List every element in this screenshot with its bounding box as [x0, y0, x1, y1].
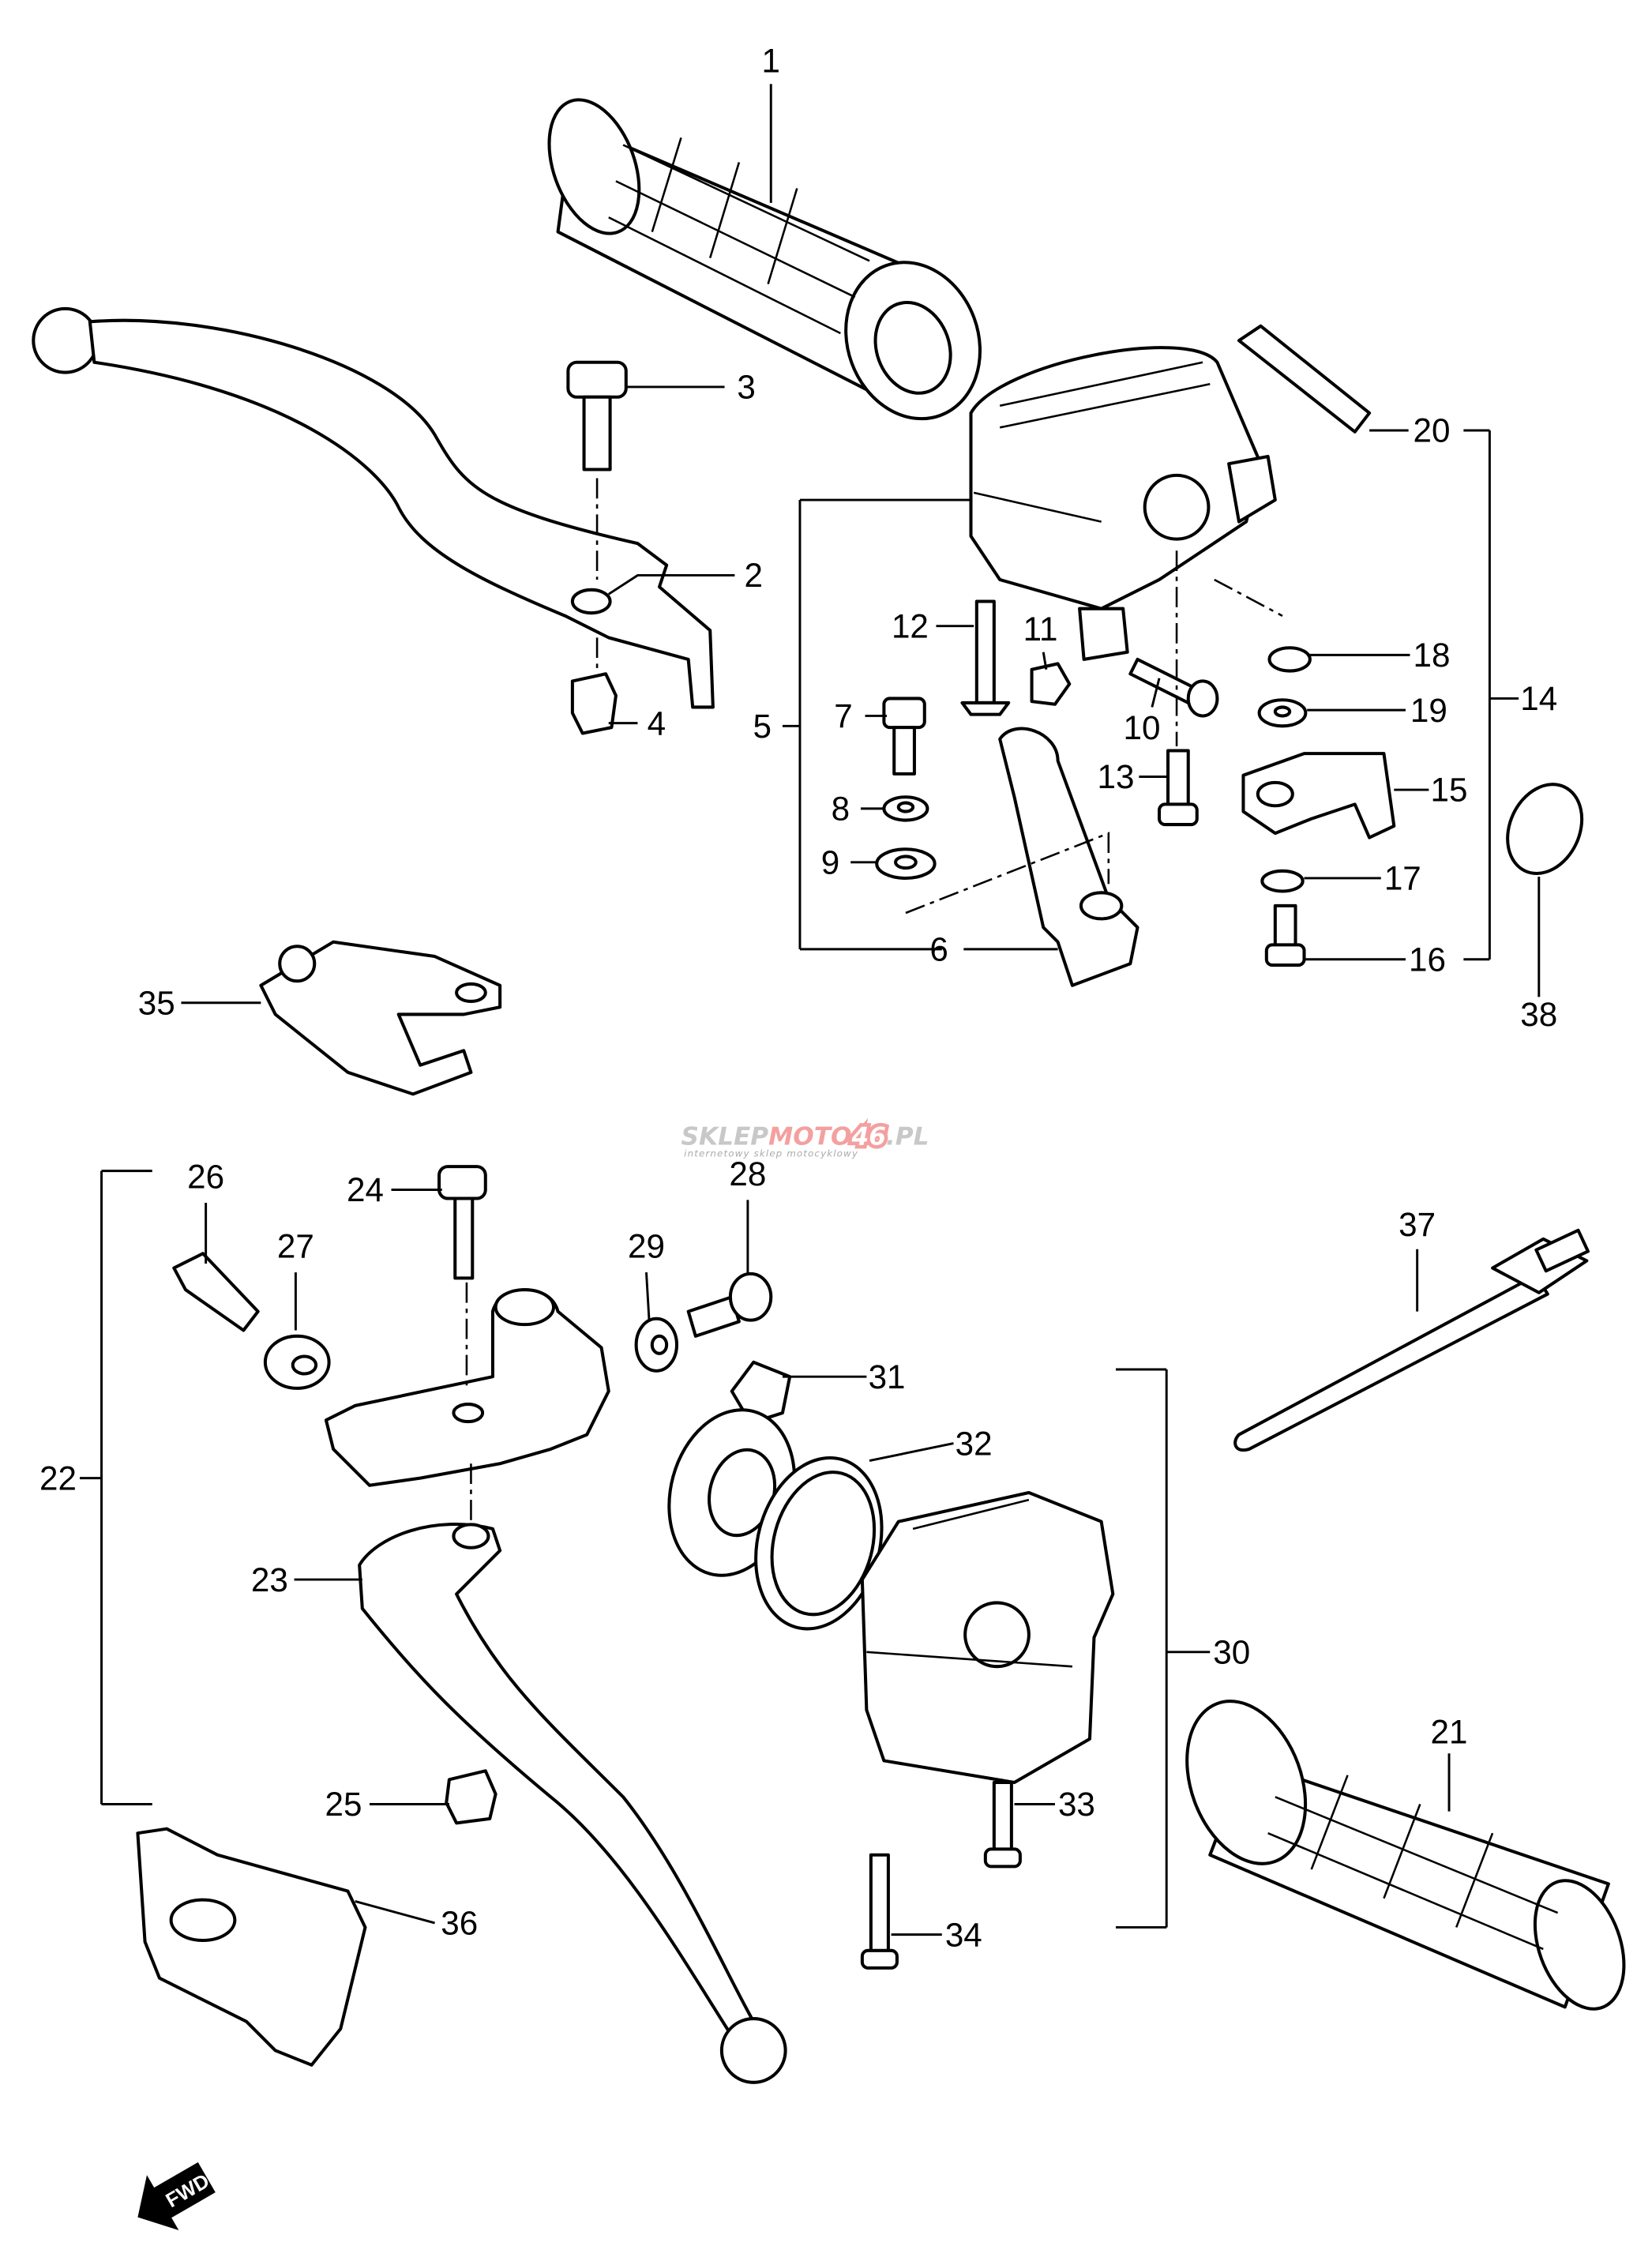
callout-9: 9 — [821, 843, 839, 881]
part-washer-29 — [634, 1317, 679, 1373]
callout-31: 31 — [869, 1358, 906, 1395]
part-switch-housing-30 — [860, 1490, 1115, 1784]
part-adjuster-26 — [172, 1252, 260, 1332]
part-locknut-27 — [263, 1334, 331, 1390]
callout-23: 23 — [251, 1561, 288, 1598]
callout-32: 32 — [956, 1425, 993, 1462]
part-screw-10 — [1128, 657, 1219, 718]
part-pivot-bolt — [566, 360, 628, 471]
callout-25: 25 — [325, 1786, 362, 1823]
callout-13: 13 — [1098, 758, 1135, 795]
leader-line-36 — [355, 1900, 435, 1925]
callout-3: 3 — [737, 369, 755, 406]
callout-17: 17 — [1384, 860, 1421, 897]
callout-16: 16 — [1409, 941, 1446, 978]
leader-line-22 — [80, 1170, 152, 1805]
watermark-brand-1: SKLEP — [681, 1123, 769, 1151]
callout-28: 28 — [729, 1155, 766, 1193]
part-screw-12 — [960, 599, 1011, 716]
leader-line-10 — [1151, 678, 1161, 708]
part-screw-16 — [1264, 903, 1306, 967]
callout-20: 20 — [1414, 412, 1451, 449]
callout-18: 18 — [1414, 637, 1451, 674]
callout-38: 38 — [1520, 996, 1557, 1033]
part-grip-left — [1185, 1700, 1626, 2011]
part-washer-18 — [1267, 646, 1312, 673]
part-master-cylinder — [969, 346, 1277, 661]
part-bolt-24 — [437, 1165, 487, 1280]
callout-21: 21 — [1431, 1713, 1468, 1750]
leader-line-2 — [607, 574, 735, 595]
callout-15: 15 — [1431, 772, 1468, 809]
callout-36: 36 — [441, 1905, 478, 1942]
assembly-lines — [465, 478, 1283, 1522]
callout-33: 33 — [1058, 1786, 1095, 1823]
callout-10: 10 — [1124, 709, 1161, 746]
part-ring-32 — [754, 1456, 884, 1631]
part-screw-34 — [860, 1853, 899, 1970]
callout-4: 4 — [648, 704, 666, 742]
callout-29: 29 — [628, 1228, 665, 1265]
part-cover-36 — [136, 1827, 367, 2067]
part-clutch-lever-23 — [358, 1523, 787, 2084]
callout-19: 19 — [1410, 692, 1447, 729]
part-washer-9 — [875, 847, 937, 880]
callout-6: 6 — [929, 931, 948, 968]
svg-text:SKLEPMOTO46.PL: SKLEPMOTO46.PL — [681, 1123, 929, 1151]
part-screw-13 — [1158, 749, 1199, 827]
callout-34: 34 — [945, 1916, 982, 1953]
leader-line-5 — [782, 498, 971, 951]
part-nut-11 — [1030, 662, 1072, 706]
leader-line-32 — [869, 1442, 954, 1463]
callout-22: 22 — [39, 1459, 77, 1497]
leader-line-29 — [645, 1271, 651, 1322]
part-cable-tie-37 — [1233, 1228, 1590, 1452]
fwd-arrow-icon: FWD — [137, 2162, 216, 2231]
part-nut — [570, 672, 618, 735]
part-washer-8 — [882, 795, 929, 822]
part-bolt-7 — [882, 697, 926, 776]
part-oring-38 — [1506, 783, 1584, 875]
callout-12: 12 — [892, 607, 929, 644]
watermark-brand-2: MOTO — [768, 1123, 851, 1151]
callout-26: 26 — [187, 1159, 224, 1196]
callout-1: 1 — [762, 43, 780, 80]
callout-30: 30 — [1213, 1634, 1250, 1671]
callout-14: 14 — [1520, 680, 1557, 717]
part-clutch-holder — [324, 1288, 610, 1487]
watermark-brand-num: 46 — [851, 1123, 886, 1151]
callout-11: 11 — [1023, 610, 1058, 648]
callout-7: 7 — [834, 697, 852, 734]
callout-8: 8 — [832, 791, 850, 828]
part-bolt-28 — [686, 1271, 773, 1338]
part-holder-15 — [1241, 752, 1396, 840]
part-diaphragm-plate-20 — [1237, 324, 1372, 434]
watermark-tagline: internetowy sklep motocyklowy — [684, 1148, 858, 1159]
watermark-logo: SKLEPMOTO46.PL internetowy sklep motocyk… — [681, 1119, 929, 1159]
callout-27: 27 — [277, 1228, 314, 1265]
leader-line-11 — [1042, 652, 1048, 670]
leader-line-30 — [1115, 1368, 1211, 1929]
callout-24: 24 — [347, 1171, 384, 1208]
part-washer-19 — [1257, 698, 1308, 728]
part-switch-6 — [998, 727, 1140, 987]
callout-35: 35 — [138, 984, 175, 1021]
part-nut-25 — [445, 1769, 497, 1825]
part-screw-33 — [983, 1780, 1022, 1869]
callout-5: 5 — [753, 708, 772, 745]
part-brake-lever — [32, 306, 715, 709]
part-grip-right — [547, 98, 982, 421]
callout-2: 2 — [745, 557, 763, 594]
watermark-brand-3: .PL — [886, 1123, 929, 1151]
callout-37: 37 — [1399, 1206, 1436, 1243]
part-washer-17 — [1260, 869, 1305, 893]
leader-line-14 — [1463, 429, 1519, 961]
part-bracket-35 — [259, 940, 502, 1096]
leader-lines — [80, 84, 1541, 1936]
